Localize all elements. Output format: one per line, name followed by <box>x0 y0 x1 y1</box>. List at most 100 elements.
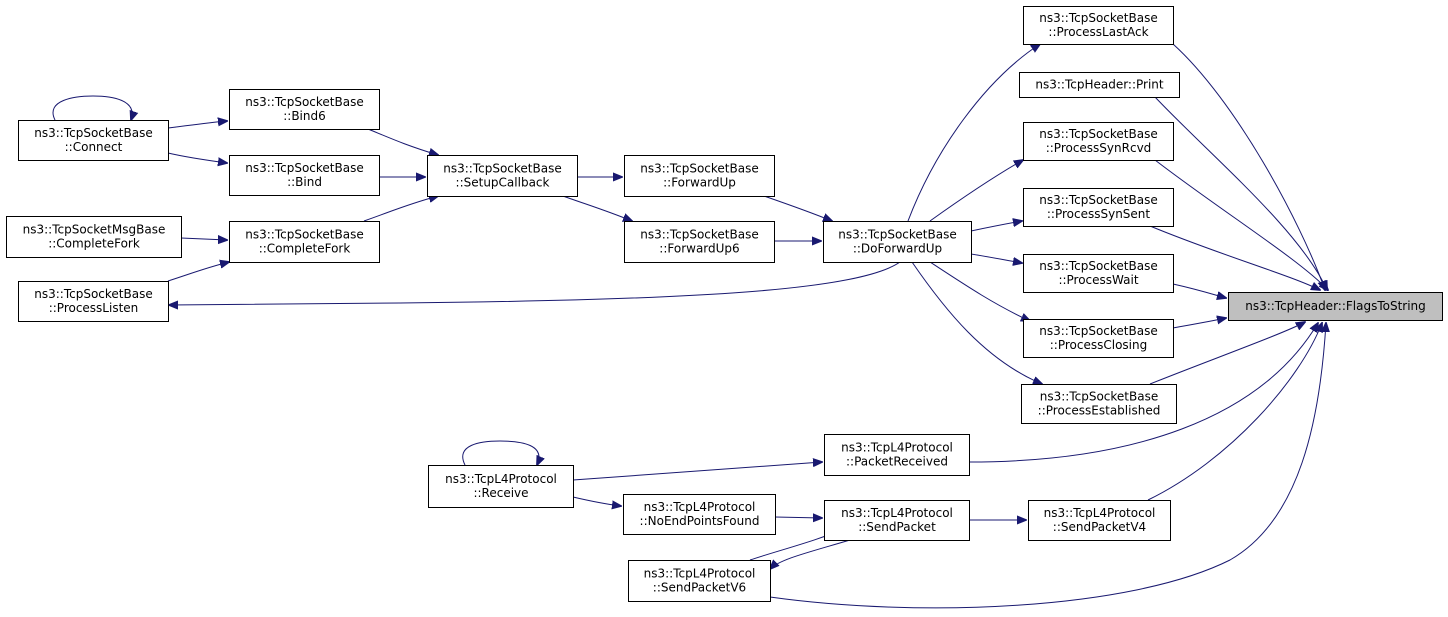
node-sendpacketv6[interactable]: ns3::TcpL4Protocol::SendPacketV6 <box>628 560 771 602</box>
node-label-line: ns3::TcpSocketBase <box>1040 390 1158 404</box>
node-box <box>1023 6 1174 45</box>
node-box <box>6 216 182 258</box>
node-label-line: ::CompleteFork <box>259 242 351 256</box>
node-bind6[interactable]: ns3::TcpSocketBase::Bind6 <box>229 89 380 130</box>
node-label-line: ::ProcessWait <box>1058 273 1138 287</box>
node-label-line: ns3::TcpL4Protocol <box>1044 506 1156 520</box>
node-box <box>229 221 380 263</box>
node-box <box>1023 319 1174 358</box>
node-label-line: ns3::TcpHeader::Print <box>1035 78 1164 92</box>
edge-msgcompletefork-to-completefork <box>180 238 227 240</box>
node-box <box>823 221 972 263</box>
edge-processlisten-to-completefork <box>167 262 229 282</box>
node-label-line: ::SendPacket <box>858 520 936 534</box>
node-label-line: ::ProcessListen <box>49 301 139 315</box>
node-forwardup[interactable]: ns3::TcpSocketBase::ForwardUp <box>624 155 775 197</box>
node-packetreceived[interactable]: ns3::TcpL4Protocol::PacketReceived <box>824 434 970 476</box>
node-label-line: ns3::TcpL4Protocol <box>841 506 953 520</box>
edge-packetreceived-to-flags <box>968 323 1318 463</box>
node-box <box>18 120 169 161</box>
node-label-line: ns3::TcpSocketBase <box>640 162 758 176</box>
node-wait[interactable]: ns3::TcpSocketBase::ProcessWait <box>1023 254 1174 293</box>
edge-sendpacketv6-to-flags <box>769 323 1326 609</box>
edges-layer <box>52 43 1328 609</box>
edge-receive-to-packetreceived <box>572 462 822 481</box>
edge-connect-to-bind <box>167 152 227 163</box>
node-setupcallback[interactable]: ns3::TcpSocketBase::SetupCallback <box>427 155 578 197</box>
node-box <box>1023 188 1174 227</box>
node-label-line: ::Connect <box>65 140 123 154</box>
node-label-line: ::Bind <box>287 175 322 189</box>
node-box <box>1028 500 1171 541</box>
edge-doforwardup-to-synrcvd <box>929 160 1023 222</box>
edge-wait-to-flags <box>1172 283 1226 298</box>
edge-lastack-to-flags <box>1172 43 1325 290</box>
node-forwardup6[interactable]: ns3::TcpSocketBase::ForwardUp6 <box>624 221 775 263</box>
node-completefork[interactable]: ns3::TcpSocketBase::CompleteFork <box>229 221 380 263</box>
node-box <box>1023 254 1174 293</box>
edge-closing-to-flags <box>1172 318 1226 329</box>
node-label-line: ::ProcessEstablished <box>1038 404 1161 418</box>
edge-connect-to-connect <box>52 95 132 120</box>
node-box <box>229 89 380 130</box>
node-synrcvd[interactable]: ns3::TcpSocketBase::ProcessSynRcvd <box>1023 122 1174 161</box>
node-box <box>18 281 169 322</box>
node-box <box>229 155 380 196</box>
node-closing[interactable]: ns3::TcpSocketBase::ProcessClosing <box>1023 319 1174 358</box>
node-label-line: ::Bind6 <box>283 109 326 123</box>
node-box <box>428 465 574 508</box>
edge-sendpacket-to-sendpacketv6 <box>770 539 851 569</box>
node-label-line: ns3::TcpSocketBase <box>1039 193 1157 207</box>
edge-forwardup-to-doforwardup <box>763 195 832 221</box>
node-box <box>427 155 578 197</box>
node-label-line: ::NoEndPointsFound <box>640 514 760 528</box>
node-processlisten[interactable]: ns3::TcpSocketBase::ProcessListen <box>18 281 169 322</box>
node-synsent[interactable]: ns3::TcpSocketBase::ProcessSynSent <box>1023 188 1174 227</box>
node-label-line: ::ForwardUp6 <box>659 242 739 256</box>
edge-doforwardup-to-closing <box>929 261 1030 321</box>
node-sendpacketv4[interactable]: ns3::TcpL4Protocol::SendPacketV4 <box>1028 500 1171 541</box>
node-label-line: ns3::TcpSocketMsgBase <box>23 223 166 237</box>
node-print[interactable]: ns3::TcpHeader::Print <box>1019 72 1180 98</box>
edge-print-to-flags <box>1154 96 1327 290</box>
node-flags[interactable]: ns3::TcpHeader::FlagsToString <box>1228 292 1443 321</box>
edge-completefork-to-setupcallback <box>363 196 438 222</box>
node-established[interactable]: ns3::TcpSocketBase::ProcessEstablished <box>1021 384 1177 424</box>
node-doforwardup[interactable]: ns3::TcpSocketBase::DoForwardUp <box>823 221 972 263</box>
node-msgcompletefork[interactable]: ns3::TcpSocketMsgBase::CompleteFork <box>6 216 182 258</box>
node-label-line: ::PacketReceived <box>846 455 948 469</box>
node-bind[interactable]: ns3::TcpSocketBase::Bind <box>229 155 380 196</box>
edge-doforwardup-to-processlisten <box>169 261 901 305</box>
nodes-layer: ns3::TcpHeader::FlagsToStringns3::TcpSoc… <box>6 6 1443 602</box>
node-label-line: ns3::TcpL4Protocol <box>644 500 756 514</box>
edge-setupcallback-to-forwardup6 <box>562 195 632 221</box>
edge-noendpoints-to-sendpacket <box>774 517 822 518</box>
edge-doforwardup-to-synsent <box>970 221 1022 232</box>
node-box <box>624 221 775 263</box>
node-label-line: ::SendPacketV4 <box>1053 520 1146 534</box>
edge-sendpacketv4-to-flags <box>1147 323 1322 501</box>
node-label-line: ns3::TcpL4Protocol <box>841 441 953 455</box>
node-label-line: ns3::TcpSocketBase <box>838 228 956 242</box>
node-label-line: ::CompleteFork <box>48 237 140 251</box>
node-box <box>824 500 970 541</box>
node-label-line: ::SendPacketV6 <box>653 581 746 595</box>
node-label-line: ::DoForwardUp <box>853 242 942 256</box>
node-label-line: ::SetupCallback <box>456 176 550 190</box>
node-connect[interactable]: ns3::TcpSocketBase::Connect <box>18 120 169 161</box>
edge-doforwardup-to-established <box>911 261 1042 384</box>
node-label-line: ns3::TcpSocketBase <box>1039 127 1157 141</box>
edge-receive-to-noendpoints <box>572 496 621 506</box>
edge-bind6-to-setupcallback <box>367 128 438 155</box>
edge-synrcvd-to-flags <box>1154 159 1328 290</box>
node-label-line: ns3::TcpSocketBase <box>640 228 758 242</box>
node-sendpacket[interactable]: ns3::TcpL4Protocol::SendPacket <box>824 500 970 541</box>
edge-receive-to-receive <box>462 440 539 465</box>
node-label-line: ns3::TcpSocketBase <box>1039 11 1157 25</box>
node-lastack[interactable]: ns3::TcpSocketBase::ProcessLastAck <box>1023 6 1174 45</box>
node-label-line: ns3::TcpL4Protocol <box>445 472 557 486</box>
node-receive[interactable]: ns3::TcpL4Protocol::Receive <box>428 465 574 508</box>
node-noendpoints[interactable]: ns3::TcpL4Protocol::NoEndPointsFound <box>623 494 776 535</box>
node-box <box>1228 292 1443 321</box>
